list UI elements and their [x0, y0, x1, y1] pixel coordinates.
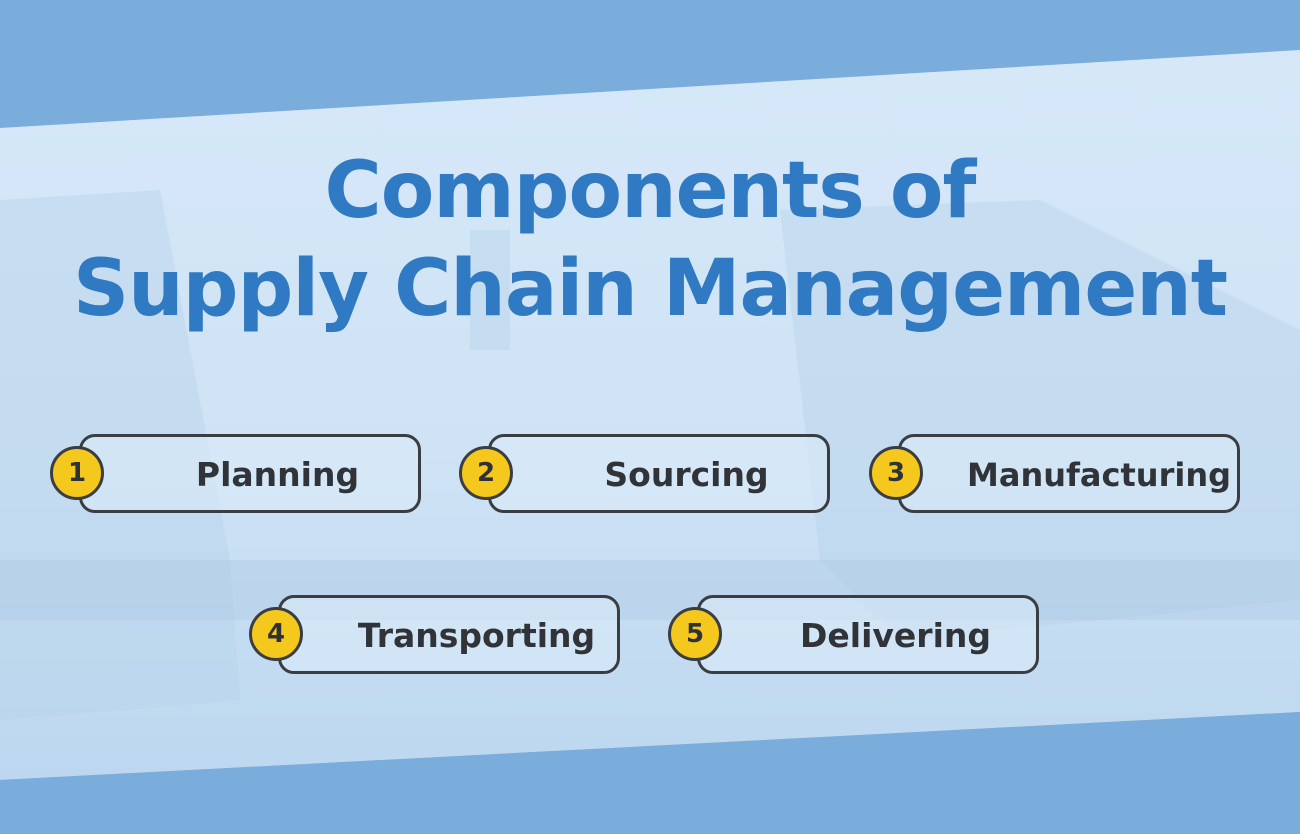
component-label: Delivering [800, 616, 991, 655]
component-item-sourcing: Sourcing 2 [459, 434, 859, 524]
page-title-line-1: Components of [324, 146, 977, 236]
component-pill: Sourcing [488, 434, 830, 513]
component-label: Sourcing [604, 455, 769, 494]
number-badge: 4 [249, 607, 303, 661]
component-pill: Delivering [697, 595, 1039, 674]
component-item-delivering: Delivering 5 [668, 595, 1068, 685]
number-badge: 1 [50, 446, 104, 500]
component-item-manufacturing: Manufacturing 3 [869, 434, 1269, 524]
number-badge: 2 [459, 446, 513, 500]
component-label: Transporting [357, 616, 596, 655]
page-title-line-2: Supply Chain Management [72, 244, 1228, 334]
component-pill: Manufacturing [898, 434, 1240, 513]
component-pill: Planning [79, 434, 421, 513]
component-pill: Transporting [278, 595, 620, 674]
component-item-transporting: Transporting 4 [249, 595, 649, 685]
component-label: Manufacturing [967, 456, 1231, 494]
component-label: Planning [195, 455, 360, 494]
component-item-planning: Planning 1 [50, 434, 450, 524]
number-badge: 3 [869, 446, 923, 500]
number-badge: 5 [668, 607, 722, 661]
